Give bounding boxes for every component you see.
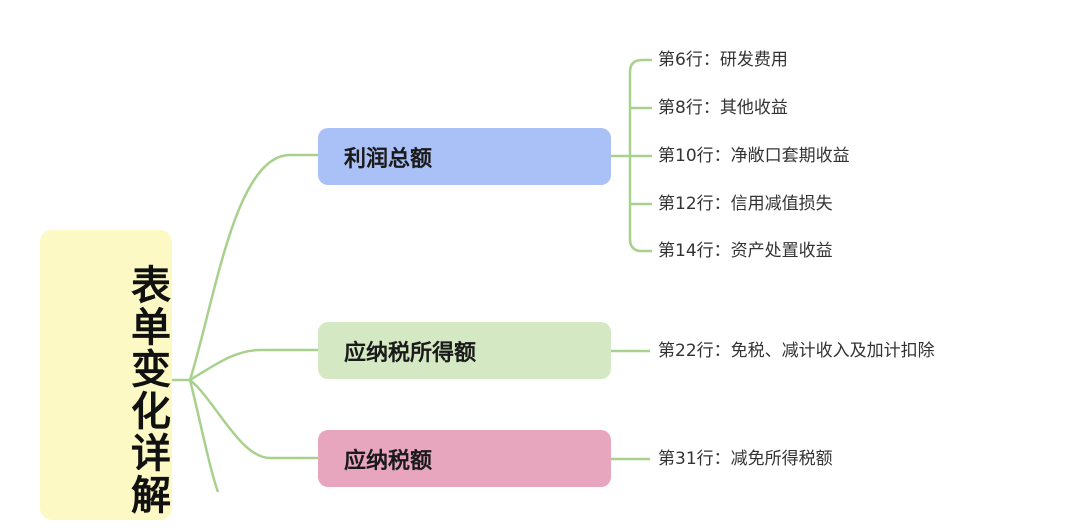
root-label: 表单变化详解 [124, 264, 170, 516]
leaf-row-6[interactable]: 第6行：研发费用 [658, 50, 788, 70]
leaf-row-22[interactable]: 第22行：免税、减计收入及加计扣除 [658, 341, 935, 361]
leaf-row-31[interactable]: 第31行：减免所得税额 [658, 449, 833, 469]
node-taxable-income[interactable]: 应纳税所得额 [318, 322, 611, 379]
leaf-row-10[interactable]: 第10行：净敞口套期收益 [658, 146, 850, 166]
connector-branch-3 [188, 379, 220, 492]
node-tax-payable[interactable]: 应纳税额 [318, 430, 611, 487]
root-node[interactable]: 表单变化详解 [40, 230, 172, 520]
node-label: 利润总额 [344, 146, 433, 172]
node-profit-total[interactable]: 利润总额 [318, 128, 611, 185]
leaf-row-12[interactable]: 第12行：信用减值损失 [658, 194, 833, 214]
connector-branch-2 [189, 379, 318, 460]
node-label: 应纳税所得额 [344, 340, 477, 366]
connector-branch-0 [188, 153, 318, 381]
leaf-row-14[interactable]: 第14行：资产处置收益 [658, 241, 833, 261]
connector-lines [172, 58, 652, 492]
node-label: 应纳税额 [344, 448, 433, 474]
leaf-row-8[interactable]: 第8行：其他收益 [658, 98, 788, 118]
connector-branch-1 [189, 348, 318, 382]
